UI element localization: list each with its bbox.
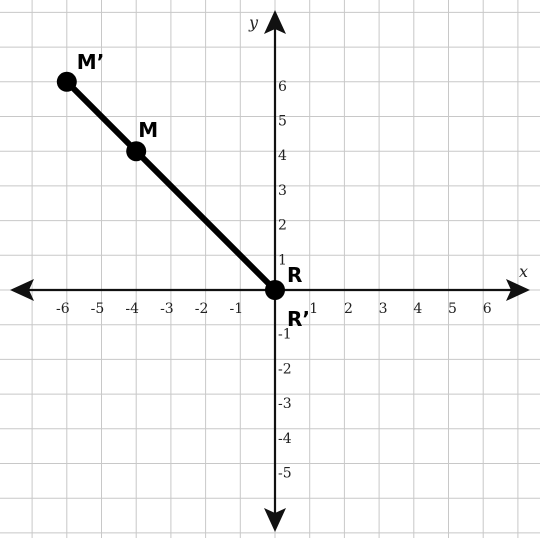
y-tick-label: -3 — [278, 396, 292, 412]
x-tick-label: -2 — [195, 301, 209, 317]
point-labels: M’ M R R’ — [77, 50, 310, 331]
y-tick-label: 6 — [278, 79, 287, 95]
y-axis-arrow-down — [264, 508, 286, 532]
point-dot — [126, 141, 147, 162]
point-label: R’ — [287, 307, 310, 331]
point-dot — [265, 280, 285, 300]
point-label: M — [138, 118, 158, 142]
x-tick-label: 1 — [309, 301, 318, 317]
y-tick-label: -4 — [278, 431, 292, 447]
x-axis-label: x — [519, 262, 528, 281]
y-tick-label: 1 — [278, 252, 287, 268]
point-label: R — [287, 263, 302, 287]
y-tick-label: 5 — [278, 114, 287, 130]
y-tick-label: -2 — [278, 361, 292, 377]
y-tick-label: 3 — [278, 183, 287, 199]
plot-marks — [56, 71, 285, 300]
x-tick-label: -6 — [56, 301, 70, 317]
x-tick-label: -1 — [229, 301, 243, 317]
x-tick-label: -4 — [125, 301, 139, 317]
y-tick-label: -5 — [278, 466, 292, 482]
y-tick-label: -1 — [278, 327, 292, 343]
x-tick-label: -5 — [91, 301, 105, 317]
axes: xy — [10, 10, 530, 532]
point-dot — [56, 71, 77, 92]
x-tick-label: 4 — [413, 301, 422, 317]
y-tick-label: 2 — [278, 218, 287, 234]
y-tick-label: 4 — [278, 148, 287, 164]
x-axis-arrow-left — [10, 279, 34, 301]
x-axis-arrow-right — [506, 279, 530, 301]
y-axis-arrow-up — [264, 10, 286, 34]
x-tick-label: -3 — [160, 301, 174, 317]
x-tick-label: 2 — [344, 301, 353, 317]
x-tick-label: 5 — [448, 301, 457, 317]
x-tick-label: 3 — [379, 301, 388, 317]
segment-m-prime-r — [63, 78, 278, 293]
x-tick-label: 6 — [483, 301, 492, 317]
tick-labels: -6 -5 -4 -3 -2 -1 1 2 3 4 5 6 -5 -4 -3 -2 -1 1 2 3 4 5 6 — [56, 79, 492, 482]
point-label: M’ — [77, 50, 105, 74]
y-axis-label: y — [248, 13, 259, 32]
